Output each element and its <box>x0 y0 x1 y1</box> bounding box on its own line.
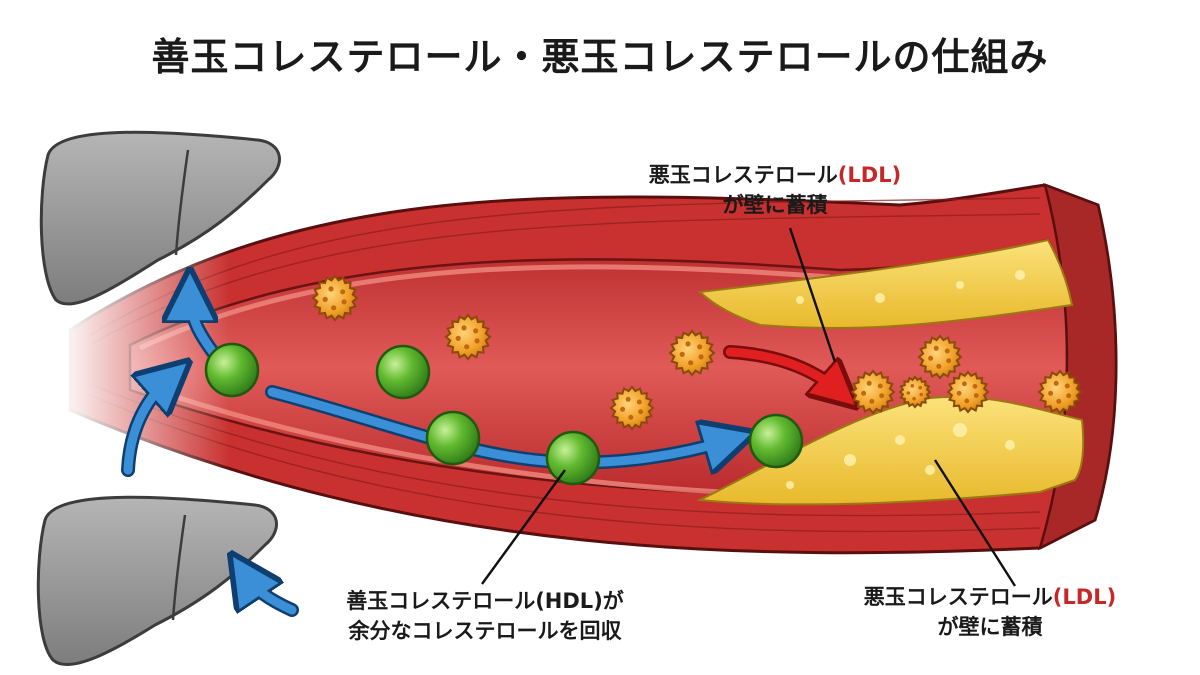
ldl-particle-spot <box>1056 398 1062 404</box>
label-ldl-bottom-accent: (LDL) <box>1052 585 1117 609</box>
label-ldl-bottom-text: 悪玉コレステロール <box>863 585 1053 609</box>
ldl-particle-spot <box>328 286 334 292</box>
hdl-particle-icon <box>748 413 804 469</box>
ldl-particle-spot <box>688 360 694 366</box>
ldl-particle-spot <box>461 325 467 331</box>
ldl-particle-spot <box>933 345 939 351</box>
ldl-particle-spot <box>1066 393 1072 399</box>
ldl-particle-icon <box>898 375 932 409</box>
ldl-particle-spot <box>625 396 631 402</box>
label-hdl-recovery: 善玉コレステロール(HDL)が 余分なコレステロールを回収 <box>300 586 670 646</box>
label-ldl-bottom-line2: が壁に蓄積 <box>937 615 1043 639</box>
ldl-particle-spot <box>973 393 979 398</box>
liver-icon <box>36 495 278 666</box>
plaque-texture <box>786 270 1025 489</box>
plaque-upper <box>697 238 1074 330</box>
ldl-particle-spot <box>1064 383 1070 389</box>
callout-lines <box>481 227 1017 587</box>
ldl-particle-spot <box>877 383 883 389</box>
ldl-particle-icon <box>850 369 896 415</box>
plaque-lower <box>696 395 1085 506</box>
ldl-particle-icon <box>1037 369 1083 415</box>
ldl-particle-spot <box>1048 390 1054 396</box>
hdl-particle-icon <box>425 410 481 466</box>
ldl-particle-spot <box>928 355 934 361</box>
ldl-particle-spot <box>341 299 347 305</box>
label-ldl-deposit-top: 悪玉コレステロール(LDL) が壁に蓄積 <box>630 160 920 220</box>
label-ldl-top-line2: が壁に蓄積 <box>722 193 828 217</box>
ldl-particle-spot <box>340 289 346 295</box>
ldl-particle-spot <box>866 380 872 386</box>
ldl-particle-spot <box>936 363 942 369</box>
ldl-particle-group <box>311 274 1083 431</box>
ldl-particle-icon <box>946 370 990 414</box>
ldl-particle-icon <box>444 313 492 361</box>
ldl-particle-spot <box>869 398 875 404</box>
ldl-particle-spot <box>322 296 328 302</box>
ldl-particle-spot <box>1053 380 1059 386</box>
ldl-particle-spot <box>697 344 703 350</box>
ldl-particle-spot <box>861 390 867 396</box>
hdl-particle-icon <box>204 342 260 398</box>
ldl-particle-spot <box>628 414 634 420</box>
ldl-particle-spot <box>685 341 691 347</box>
flow-arrow-icon <box>121 378 170 477</box>
label-hdl-line1: 善玉コレステロール(HDL)が <box>346 589 624 613</box>
ldl-particle-spot <box>919 392 923 397</box>
flow-arrow-icon <box>265 385 730 463</box>
ldl-particle-spot <box>912 396 916 401</box>
flow-arrow-icon <box>190 295 222 362</box>
ldl-particle-spot <box>679 351 685 357</box>
ldl-particle-icon <box>668 329 716 377</box>
ldl-particle-spot <box>910 384 915 388</box>
ldl-particle-spot <box>636 399 642 405</box>
ldl-particle-icon <box>609 385 655 431</box>
ldl-particle-spot <box>906 391 911 395</box>
ldl-particle-spot <box>473 328 479 334</box>
ldl-particle-spot <box>698 354 704 360</box>
ldl-particle-spot <box>879 393 885 399</box>
ldl-particle-spot <box>964 398 970 404</box>
ldl-particle-spot <box>474 338 480 344</box>
ldl-particle-spot <box>455 335 461 341</box>
ldl-particle-spot <box>620 406 626 412</box>
label-ldl-deposit-bottom: 悪玉コレステロール(LDL) が壁に蓄積 <box>820 582 1160 642</box>
label-ldl-top-text: 悪玉コレステロール <box>648 163 838 187</box>
hdl-particle-icon <box>545 430 601 486</box>
ldl-particle-spot <box>918 385 922 390</box>
label-ldl-top-accent: (LDL) <box>837 163 902 187</box>
ldl-particle-spot <box>946 358 952 364</box>
ldl-particle-spot <box>464 344 470 350</box>
ldl-particle-spot <box>972 383 978 389</box>
ldl-particle-spot <box>962 381 967 387</box>
hdl-particle-group <box>204 342 804 486</box>
ldl-particle-spot <box>638 409 644 415</box>
deposit-arrow-icon <box>723 345 840 392</box>
ldl-particle-spot <box>956 390 962 396</box>
ldl-particle-spot <box>944 348 950 354</box>
hdl-particle-icon <box>375 344 431 400</box>
liver-icon <box>39 130 281 306</box>
ldl-particle-icon <box>311 274 359 322</box>
page-title: 善玉コレステロール・悪玉コレステロールの仕組み <box>151 35 1049 79</box>
ldl-particle-spot <box>331 305 337 311</box>
ldl-particle-icon <box>917 334 963 380</box>
flow-arrow-icon <box>245 575 299 617</box>
label-hdl-line2: 余分なコレステロールを回収 <box>348 619 622 643</box>
